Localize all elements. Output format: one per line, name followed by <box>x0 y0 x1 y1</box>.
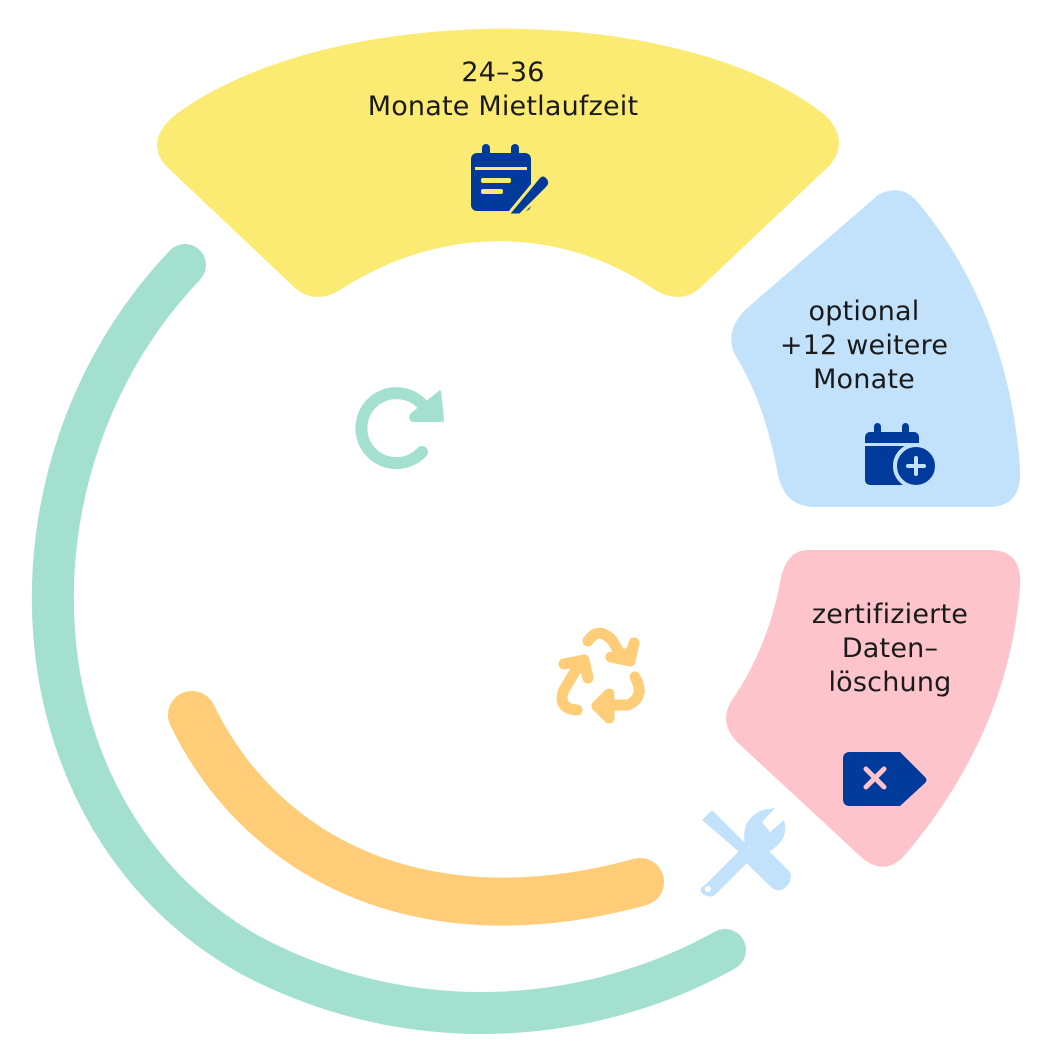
label-line: löschung <box>828 667 952 698</box>
label-line: Daten– <box>841 633 939 664</box>
segment-rental-term-label: 24–36 Monate Mietlaufzeit <box>303 56 703 124</box>
redo-arrow-icon <box>355 387 444 470</box>
label-line: +12 weitere <box>779 330 949 361</box>
label-line: Monate <box>813 364 915 395</box>
segment-data-deletion <box>726 550 1021 867</box>
label-line: optional <box>808 296 920 327</box>
label-line: Monate Mietlaufzeit <box>367 91 639 122</box>
green-cycle-arc <box>31 244 746 1034</box>
calendar-edit-icon <box>471 144 552 217</box>
tag-x-icon <box>843 752 927 806</box>
calendar-plus-icon <box>865 423 939 489</box>
label-line: zertifizierte <box>811 599 969 630</box>
segment-extension-label: optional +12 weitere Monate <box>744 295 984 397</box>
orange-cycle-arc <box>168 691 664 926</box>
label-line: 24–36 <box>461 57 545 88</box>
recycle-icon <box>556 627 645 724</box>
wrench-screwdriver-icon <box>700 808 791 897</box>
segment-extension <box>731 190 1021 508</box>
segment-data-deletion-label: zertifizierte Daten– löschung <box>770 598 1010 700</box>
